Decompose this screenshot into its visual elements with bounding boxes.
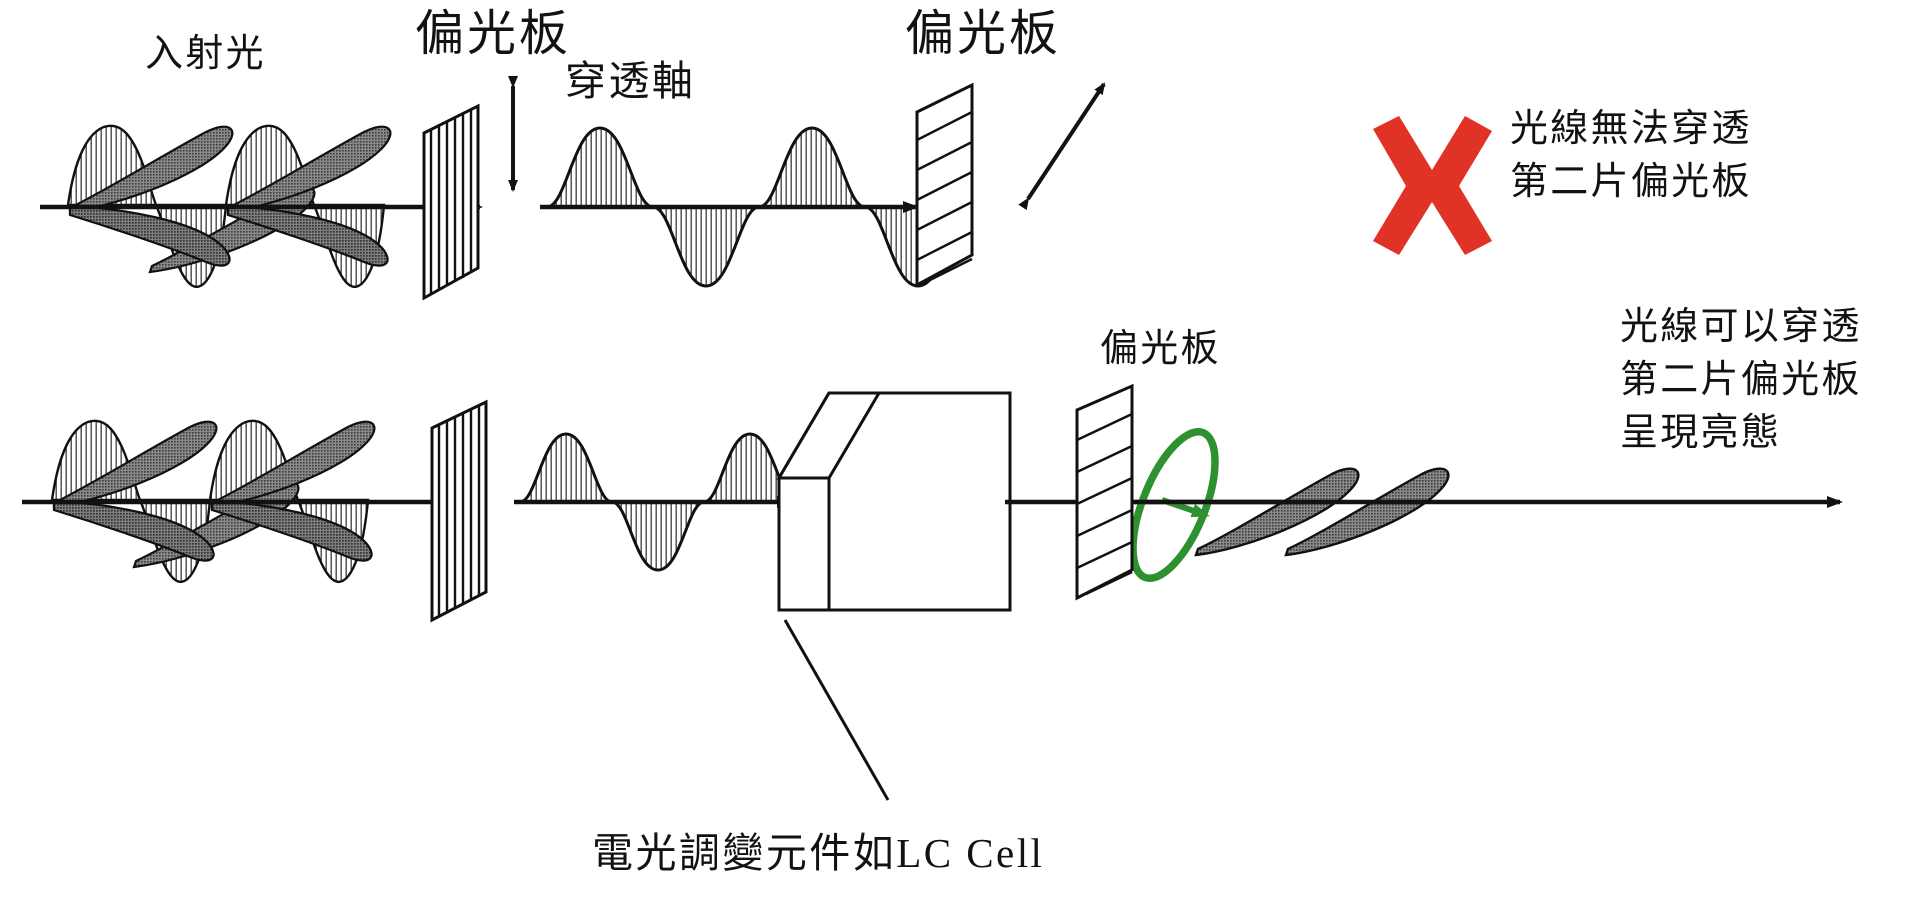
- horizontal-polarizer-bottom: [1075, 383, 1134, 601]
- unpolarized-wave-top: [40, 124, 483, 288]
- label-lc-cell-caption: 電光調變元件如LC Cell: [592, 830, 1045, 876]
- label-incident-light: 入射光: [145, 33, 266, 75]
- label-pass-line2: 第二片偏光板: [1620, 359, 1862, 401]
- red-x-icon: [1373, 116, 1492, 255]
- label-blocked-line2: 第二片偏光板: [1510, 161, 1752, 203]
- label-pass-line1: 光線可以穿透: [1620, 306, 1862, 348]
- label-pass-line3: 呈現亮態: [1620, 412, 1782, 454]
- label-polarizer-top-second: 偏光板: [905, 6, 1061, 61]
- wave-lobe-slanted: [1194, 467, 1360, 557]
- wave-lobe-slanted: [1284, 467, 1450, 557]
- wave-lobe-slanted: [68, 125, 234, 214]
- output-polarized-wave: [1132, 467, 1843, 557]
- bottom-row-group: [22, 383, 1843, 801]
- wave-lobe-slanted: [68, 204, 231, 267]
- double-arrow-diagonal-icon: [1018, 82, 1106, 211]
- label-polarizer-bottom-second: 偏光板: [1100, 328, 1221, 370]
- label-transmission-axis: 穿透軸: [565, 58, 696, 104]
- label-polarizer-top-first: 偏光板: [415, 6, 571, 61]
- unpolarized-wave-bottom: [22, 419, 469, 583]
- label-blocked-line1: 光線無法穿透: [1510, 108, 1752, 150]
- wave-lobe-slanted: [52, 499, 215, 562]
- lc-cell-box: [776, 391, 1012, 612]
- wave-lobe-slanted: [210, 499, 373, 562]
- wave-lobe-slanted: [52, 420, 218, 509]
- vertical-polarizer-top: [422, 103, 480, 301]
- horizontal-polarizer-top: [915, 82, 974, 288]
- lc-cell-leader-line: [783, 619, 890, 801]
- wave-lobe-slanted: [210, 420, 376, 509]
- vertical-polarizer-bottom: [430, 399, 488, 623]
- vertical-polarized-wave-top: [540, 126, 972, 288]
- wave-lobe-slanted: [226, 125, 392, 214]
- wave-lobe-slanted: [226, 204, 389, 267]
- top-row-group: [40, 76, 1492, 301]
